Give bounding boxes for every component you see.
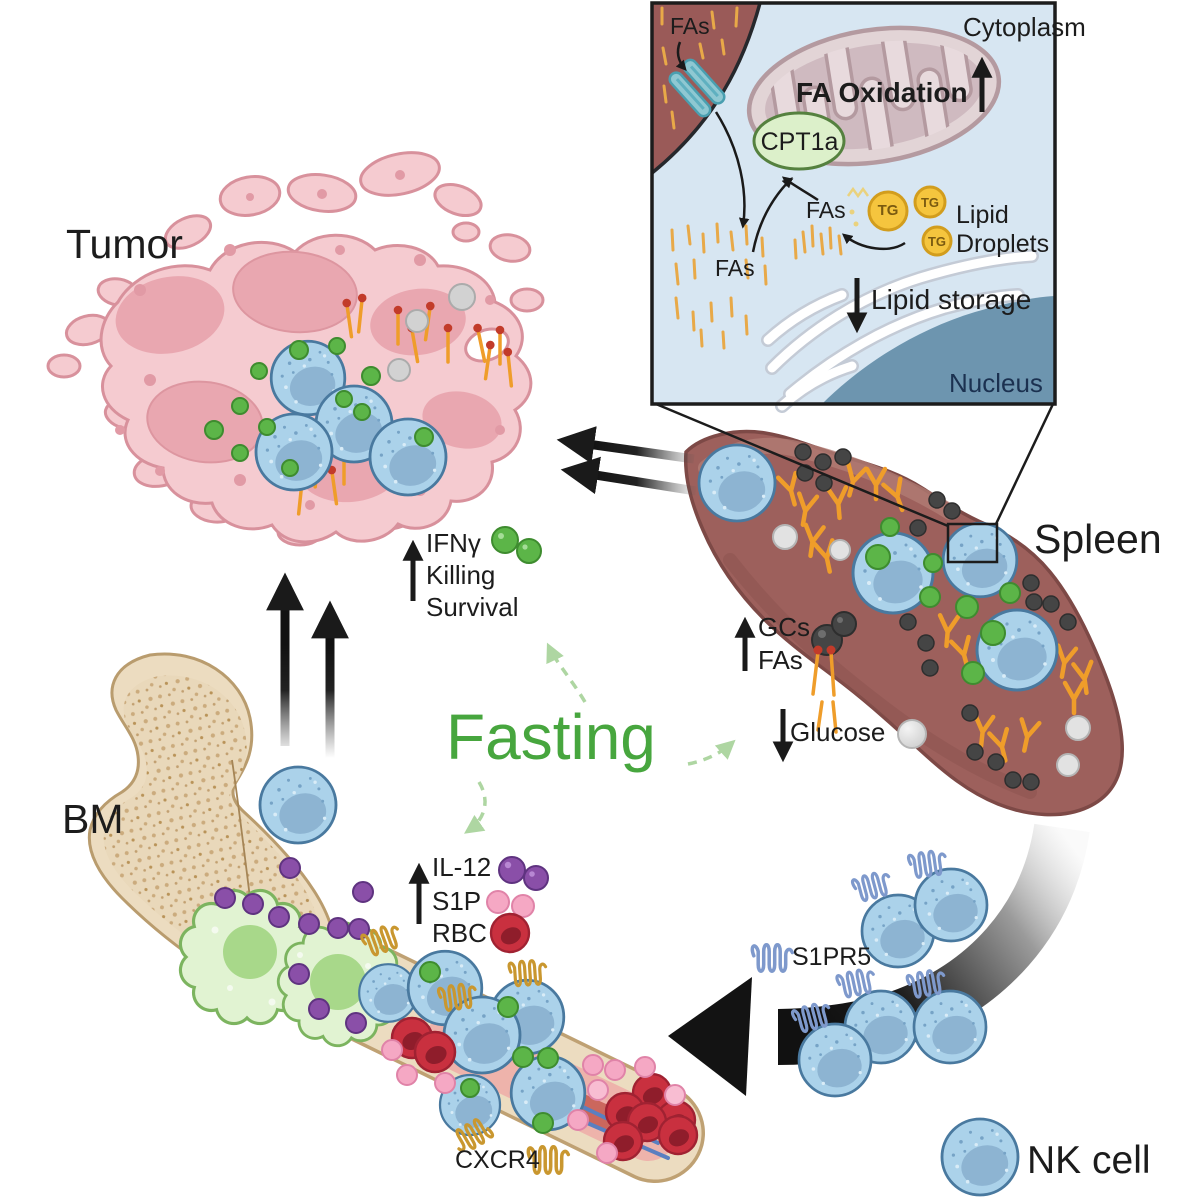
er-icon: [761, 249, 1039, 413]
nucleus-label: Nucleus: [949, 368, 1043, 398]
inset-border: [650, 1, 1057, 406]
tg-label-1: TG: [877, 202, 899, 219]
rbc-icon: [489, 912, 531, 954]
s1p-label: S1P: [432, 886, 482, 916]
spleen-to-tumor-arrows: [556, 426, 697, 496]
fas-shuttle-label: FAs: [806, 197, 846, 223]
inset-extracellular-fa-sticks: [660, 6, 739, 130]
bm-label: BM: [62, 796, 124, 842]
cpt1a-ellipse: [752, 111, 846, 171]
fa-oxidation-label: FA Oxidation: [796, 77, 968, 108]
spleen-label: Spleen: [1034, 516, 1162, 562]
glucose-sphere-icon: [897, 719, 927, 749]
spleen-nk-cell: [697, 443, 777, 523]
s1pr5-label: S1PR5: [792, 943, 872, 971]
fa-transporter-icon: [668, 58, 726, 118]
fas-pool-label: FAs: [715, 255, 755, 281]
fa-flux-arrows: [751, 176, 906, 253]
fasting-arrow-to-spleen: [687, 739, 736, 766]
nucleus-shape: [822, 296, 1055, 404]
lipid-label: Lipid: [956, 201, 1009, 229]
fas-membrane-label: FAs: [670, 13, 710, 39]
ifng-green-dots-icon: [491, 526, 542, 564]
effect-arrows: [402, 539, 794, 924]
bone-crack: [231, 759, 251, 899]
s1pr5-legend-icon: [750, 943, 795, 973]
spleen-gc-dots: [794, 443, 1077, 791]
spleen-glucose-dots: [772, 524, 1091, 777]
tumor-gray-dots: [387, 283, 476, 382]
il12-label: IL-12: [432, 852, 492, 882]
tg-label-3: TG: [927, 234, 947, 249]
droplets-label: Droplets: [956, 230, 1050, 258]
bm-to-tumor-arrows: [266, 572, 349, 762]
inset-panel: [650, 1, 1057, 413]
callout-square: [946, 522, 999, 564]
cxcr4-label: CXCR4: [455, 1146, 540, 1174]
tg-label-2: TG: [920, 195, 940, 210]
legend-nk-cell: [940, 1117, 1020, 1197]
spleen-contents: [697, 443, 1095, 791]
tg-droplets-icon: [846, 185, 953, 257]
il12-dots-icon: [498, 856, 549, 891]
bm-egress-nk-cell: [258, 765, 338, 845]
inset-fa-pool-sticks: [670, 222, 768, 350]
inset-fa-shuttle-sticks: [793, 224, 843, 260]
cpt1a-label: CPT1a: [760, 128, 839, 156]
callout-lines: [655, 402, 1055, 528]
fasting-effect-arrows: [464, 642, 736, 834]
fas-to-transporter-arrow: [675, 41, 687, 71]
fasting-arrow-to-nk-effects: [546, 642, 587, 703]
spleen-green-dots: [865, 517, 1021, 685]
vessel-green-dots: [419, 961, 559, 1134]
s1p-dots-icon: [486, 890, 535, 918]
gcs-label: GCs: [758, 612, 810, 642]
killing-label: Killing: [426, 560, 496, 590]
nk-cell-label: NK cell: [1027, 1139, 1151, 1182]
fas-sticks-icon: [811, 645, 838, 734]
tumor-label: Tumor: [66, 221, 183, 267]
cytoplasm-label: Cytoplasm: [963, 12, 1086, 42]
lipid-storage-label: Lipid storage: [871, 284, 1032, 315]
fasting-arrow-to-bm: [464, 781, 487, 834]
ifng-label: IFNγ: [426, 528, 481, 558]
glucose-label: Glucose: [790, 717, 886, 747]
bm-myeloid-cells: [178, 888, 418, 1062]
survival-label: Survival: [426, 592, 519, 622]
bm-il12-dots: [214, 857, 374, 1034]
rbc-label: RBC: [432, 918, 487, 948]
fasting-label: Fasting: [446, 701, 656, 773]
tumor-ifn-green-dots: [204, 337, 434, 477]
fas-spleen-label: FAs: [758, 645, 803, 675]
vessel-s1p-dots: [381, 1039, 686, 1164]
transporter-to-pool-arrow: [714, 111, 750, 229]
inset-cell-membrane: [650, 2, 762, 175]
